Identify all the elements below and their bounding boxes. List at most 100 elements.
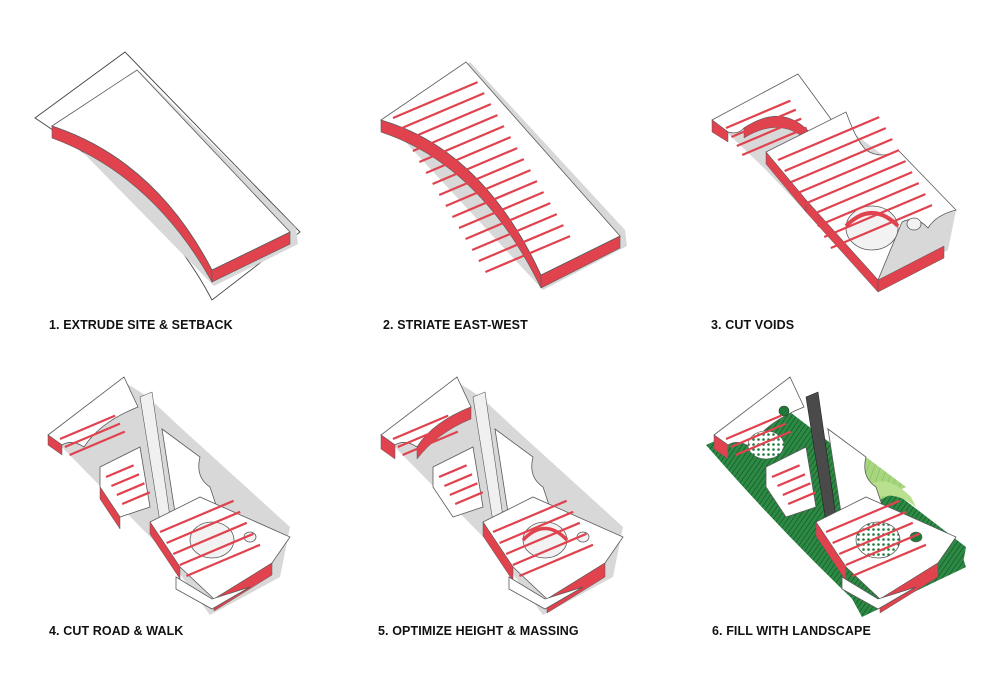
striation-line [458, 191, 545, 230]
striation-line [438, 464, 468, 479]
striation-line [771, 464, 801, 479]
tree-marker [778, 405, 790, 417]
block-w [432, 446, 484, 518]
striation-line [69, 430, 126, 457]
striation-line [425, 136, 512, 175]
striation-line [736, 117, 802, 148]
striation-line [471, 213, 558, 252]
block-bottom [508, 576, 584, 610]
step-6-caption: 6. FILL WITH LANDSCAPE [712, 624, 871, 638]
striation-line [412, 114, 498, 153]
striations [725, 414, 927, 578]
striation-line [730, 108, 797, 139]
block-side [713, 434, 729, 460]
striation-line [838, 521, 914, 556]
striation-line [405, 103, 492, 142]
block-side [99, 486, 121, 530]
step-2-caption: 2. STRIATE EAST-WEST [383, 318, 528, 332]
block-w [765, 446, 817, 518]
voided-mass-model [711, 73, 957, 293]
striation-line [790, 138, 893, 184]
step-6-diagram [666, 337, 999, 674]
striation-line [730, 422, 787, 449]
striation-line [518, 543, 594, 578]
mass-top-face [51, 69, 291, 271]
striation-line [443, 473, 473, 488]
striation-line [185, 543, 261, 578]
striation-line [399, 92, 485, 131]
striation-line [505, 521, 581, 556]
block-bottom [841, 576, 917, 610]
east-west-striations [392, 81, 571, 274]
striation-line [851, 543, 927, 578]
striation-line [484, 235, 571, 274]
striation-line [402, 430, 459, 457]
striation-line [465, 202, 551, 241]
striation-line [777, 116, 880, 162]
extruded-site-model [34, 51, 301, 301]
optimized-massing-model [380, 376, 624, 615]
striation-line [825, 499, 901, 534]
block-side [47, 434, 63, 456]
void-wall [521, 526, 569, 542]
striation-line [735, 430, 792, 457]
striation-line [845, 532, 920, 567]
striation-line [492, 499, 568, 534]
striation-line [810, 171, 913, 217]
striation-line [418, 125, 505, 164]
striation-line [725, 414, 782, 441]
striation-line [797, 149, 900, 195]
striations [59, 414, 261, 578]
striation-line [449, 482, 478, 497]
large-void-planting [855, 521, 901, 559]
block-side [380, 434, 396, 460]
block-front [879, 562, 939, 614]
step-5-diagram [333, 337, 666, 674]
step-5-caption: 5. OPTIMIZE HEIGHT & MASSING [378, 624, 579, 638]
striation-line [121, 491, 151, 506]
striation-line [432, 147, 518, 186]
striation-line [776, 473, 806, 488]
block-side [711, 119, 729, 143]
step-1-diagram [0, 0, 333, 337]
striation-line [166, 510, 241, 545]
step-2-diagram [333, 0, 666, 337]
block-bottom [175, 576, 251, 610]
striation-line [499, 510, 574, 545]
striation-line [454, 491, 484, 506]
striation-line [445, 169, 531, 208]
striation-line [784, 127, 887, 173]
striation-line [179, 532, 254, 567]
striation-line [817, 182, 920, 228]
block-front [877, 245, 945, 293]
striation-line [725, 99, 791, 130]
road-cut-model [47, 376, 291, 615]
striation-line [172, 521, 248, 556]
striation-line [64, 422, 121, 449]
small-circular-void [906, 217, 922, 231]
striation-line [832, 510, 907, 545]
landscaped-model [706, 376, 966, 617]
step-4-caption: 4. CUT ROAD & WALK [49, 624, 184, 638]
step-4-diagram [0, 337, 333, 674]
block-nw [47, 376, 139, 448]
striation-line [787, 491, 817, 506]
striation-line [512, 532, 587, 567]
striation-line [438, 158, 525, 197]
step-3-diagram [666, 0, 999, 337]
striation-line [478, 224, 564, 263]
striation-line [392, 414, 449, 441]
landscape-path [866, 481, 916, 507]
striation-line [59, 414, 116, 441]
striation-line [105, 464, 135, 479]
striation-line [803, 160, 907, 206]
block-w [99, 446, 151, 518]
striations [392, 414, 594, 578]
striation-line [397, 422, 454, 449]
striation-line [782, 482, 811, 497]
striation-line [823, 193, 926, 239]
arc-wall [416, 406, 472, 460]
arc-void-planting [747, 430, 785, 460]
striations [725, 99, 933, 250]
block-front [546, 562, 606, 614]
